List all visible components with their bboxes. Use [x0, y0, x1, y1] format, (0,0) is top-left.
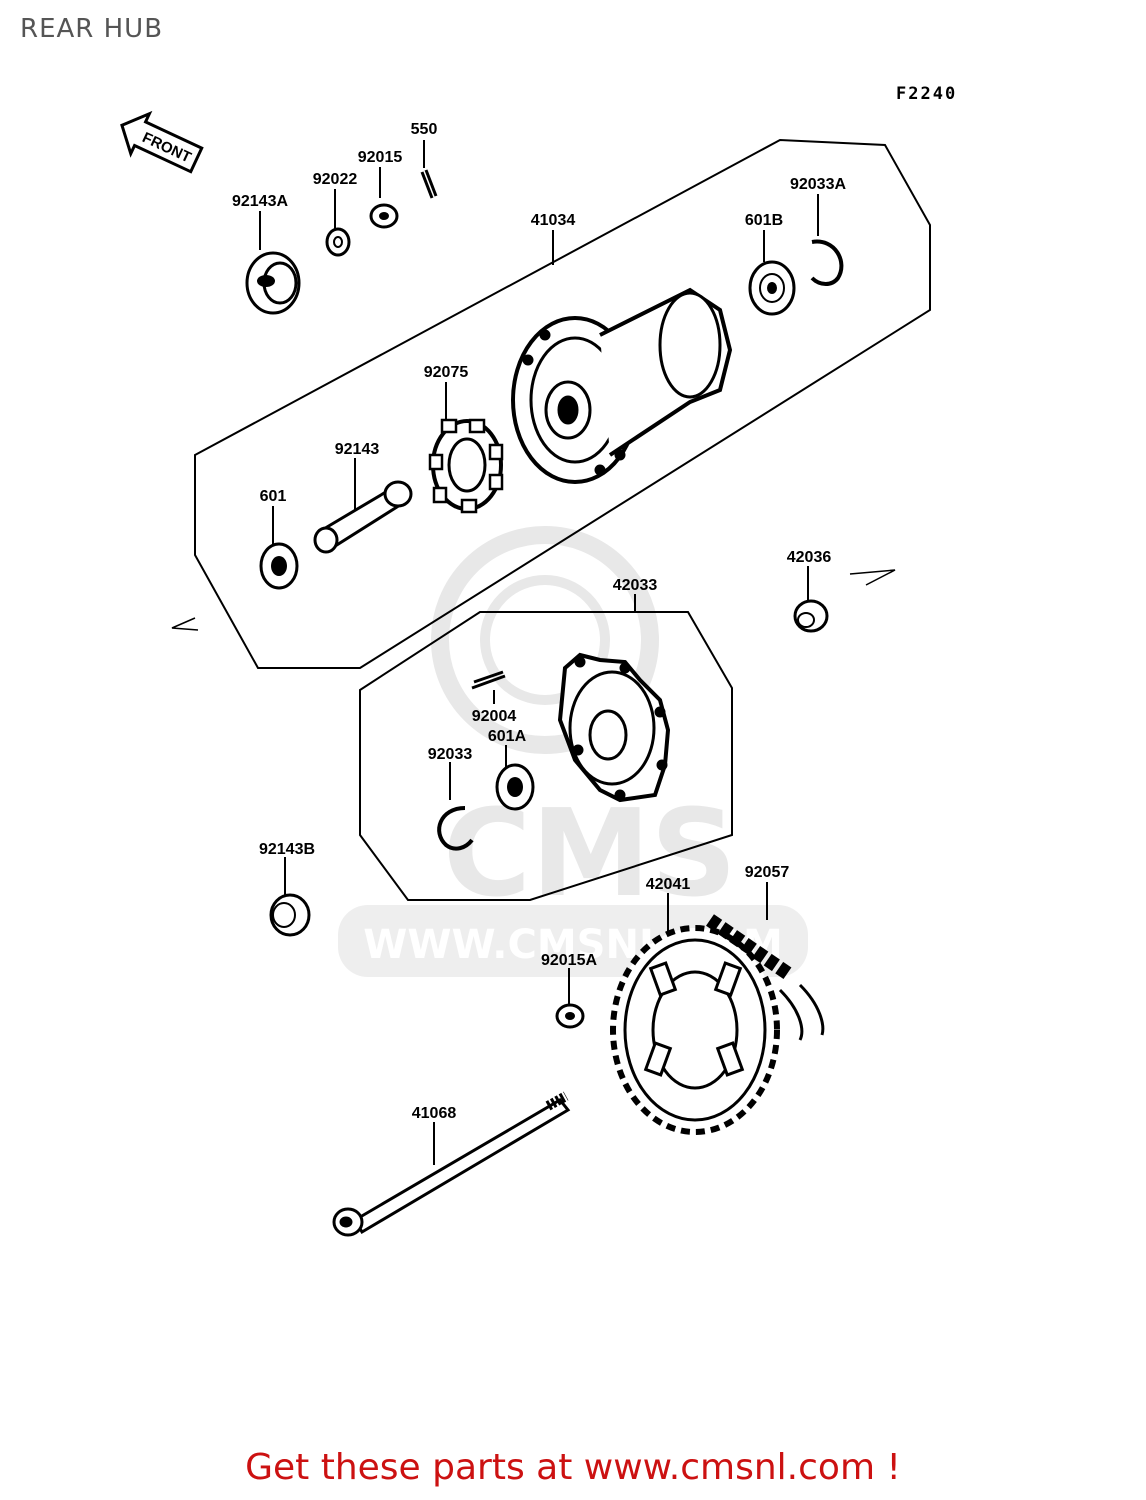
part-label-42036: 42036 — [787, 549, 832, 566]
circlip-92033A — [810, 239, 844, 286]
guide-mark-right — [849, 569, 896, 586]
nut-92015 — [369, 203, 399, 229]
part-label-92015: 92015 — [358, 149, 403, 166]
part-label-92033: 92033 — [428, 746, 473, 763]
page-title: REAR HUB — [20, 14, 164, 44]
part-label-92057: 92057 — [745, 864, 790, 881]
part-label-601B: 601B — [745, 212, 783, 229]
part-label-550: 550 — [411, 121, 438, 138]
chain-92057 — [706, 914, 825, 1041]
part-label-92015A: 92015A — [541, 952, 597, 969]
axle-41068 — [332, 1091, 571, 1237]
bearing-601 — [259, 542, 299, 590]
collar-92143A — [245, 251, 301, 315]
watermark: CMS WWW.CMSNL.COM — [338, 526, 808, 977]
watermark-cms-text: CMS — [443, 785, 737, 924]
collar-92143 — [313, 480, 413, 554]
hub-41034 — [511, 287, 733, 484]
bearing-601A — [495, 763, 535, 811]
part-label-92143: 92143 — [335, 441, 380, 458]
part-label-42033: 42033 — [613, 577, 658, 594]
part-label-92033A: 92033A — [790, 176, 846, 193]
part-label-41068: 41068 — [412, 1105, 457, 1122]
part-label-41034: 41034 — [531, 212, 576, 229]
footer-cta[interactable]: Get these parts at www.cmsnl.com ! — [245, 1447, 901, 1488]
nut-92015A — [555, 1003, 585, 1029]
leader-lines — [259, 140, 819, 1165]
part-label-92004: 92004 — [472, 708, 517, 725]
bearing-601B — [748, 260, 796, 316]
cotter-pin-550 — [420, 169, 438, 199]
guide-mark-left — [171, 617, 199, 631]
hub-assembly-outline — [194, 138, 931, 669]
part-label-601: 601 — [260, 488, 287, 505]
stud-92004 — [471, 670, 506, 690]
circlip-92033 — [437, 806, 474, 851]
sprocket-42041 — [610, 925, 780, 1135]
part-label-92075: 92075 — [424, 364, 469, 381]
washer-92022 — [325, 227, 351, 257]
collar-92143B — [269, 893, 311, 937]
part-label-601A: 601A — [488, 728, 527, 745]
coupling-42033 — [557, 652, 671, 803]
front-arrow-icon: FRONT — [120, 110, 204, 174]
collar-42036 — [793, 599, 829, 633]
part-label-92143A: 92143A — [232, 193, 288, 210]
coupling-assembly-outline — [359, 611, 733, 901]
part-label-92143B: 92143B — [259, 841, 315, 858]
part-label-42041: 42041 — [646, 876, 691, 893]
diagram-code: F2240 — [896, 84, 958, 104]
part-label-92022: 92022 — [313, 171, 358, 188]
damper-92075 — [428, 418, 504, 514]
